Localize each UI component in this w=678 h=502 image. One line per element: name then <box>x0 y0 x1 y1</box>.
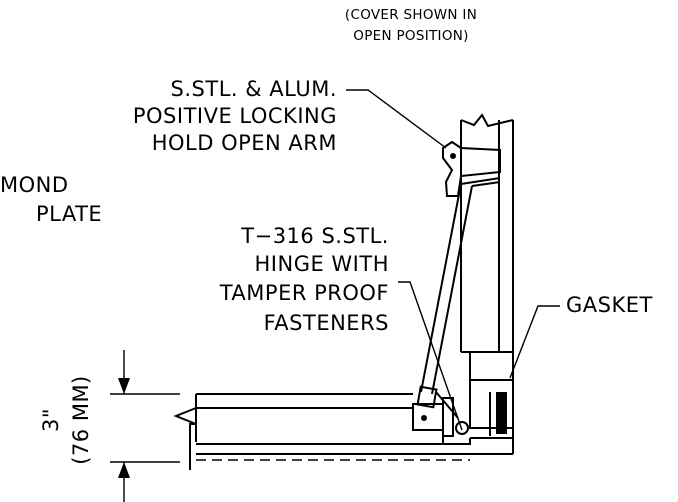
hold-open-bracket <box>442 140 501 197</box>
hinge-leader-line <box>398 281 463 431</box>
svg-text:POSITIVE LOCKING: POSITIVE LOCKING <box>133 104 337 128</box>
diamond-plate-label: MOND PLATE <box>0 173 102 226</box>
arm-leader-line <box>346 89 447 149</box>
svg-text:3": 3" <box>39 408 63 432</box>
dimension-label: 3" (76 MM) <box>39 375 93 465</box>
hinge-label: T−316 S.STL. HINGE WITH TAMPER PROOF FAS… <box>219 224 389 335</box>
cover-plate <box>173 393 514 470</box>
hinge <box>412 397 469 437</box>
svg-text:HOLD OPEN ARM: HOLD OPEN ARM <box>152 131 337 155</box>
dimension-arrow-top <box>118 378 130 394</box>
svg-text:(76 MM): (76 MM) <box>69 375 93 465</box>
gasket-label: GASKET <box>566 293 653 317</box>
gasket-leader-line <box>509 305 560 379</box>
open-position-note: (COVER SHOWN IN OPEN POSITION) <box>345 7 477 44</box>
svg-text:PLATE: PLATE <box>36 202 102 226</box>
dimension-arrow-bottom <box>118 462 130 478</box>
svg-text:HINGE WITH: HINGE WITH <box>255 252 390 276</box>
svg-text:OPEN POSITION): OPEN POSITION) <box>353 28 468 44</box>
hold-open-arm-label: S.STL. & ALUM. POSITIVE LOCKING HOLD OPE… <box>133 77 337 155</box>
svg-text:S.STL. & ALUM.: S.STL. & ALUM. <box>171 77 337 101</box>
svg-text:MOND: MOND <box>0 173 69 197</box>
svg-text:FASTENERS: FASTENERS <box>264 311 389 335</box>
svg-text:TAMPER PROOF: TAMPER PROOF <box>219 281 389 305</box>
hold-open-arm <box>416 177 501 419</box>
svg-text:(COVER SHOWN IN: (COVER SHOWN IN <box>345 7 477 23</box>
dimension-lines <box>110 350 180 502</box>
gasket <box>496 392 507 434</box>
svg-text:T−316 S.STL.: T−316 S.STL. <box>240 224 389 248</box>
